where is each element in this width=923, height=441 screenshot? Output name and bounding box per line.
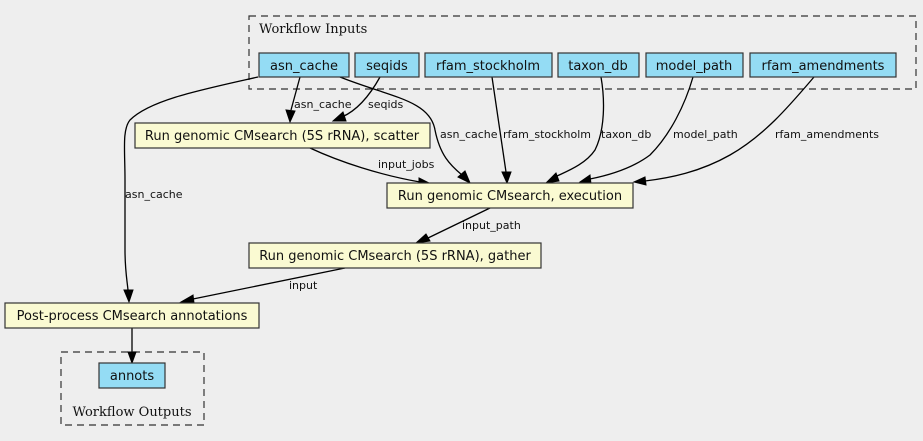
edge-taxon-db-to-execution: taxon_db [544,76,651,184]
svg-text:Post-process CMsearch annotati: Post-process CMsearch annotations [17,309,248,324]
input-node-seqids[interactable]: seqids [354,52,420,78]
edge-asn-cache-to-scatter: asn_cache [285,76,352,124]
svg-text:taxon_db: taxon_db [568,59,628,74]
input-node-rfam-stockholm[interactable]: rfam_stockholm [424,52,553,78]
svg-text:Run genomic CMsearch (5S rRNA): Run genomic CMsearch (5S rRNA), gather [259,249,531,264]
svg-text:model_path: model_path [673,128,738,141]
edge-asn-cache-to-postprocess: asn_cache [123,76,259,304]
svg-text:seqids: seqids [368,98,404,111]
edge-rfam-stockholm-to-execution: rfam_stockholm [491,76,591,185]
svg-text:asn_cache: asn_cache [125,188,183,201]
svg-text:input: input [289,279,318,292]
input-node-rfam-amendments[interactable]: rfam_amendments [749,52,897,78]
svg-text:rfam_amendments: rfam_amendments [762,59,885,74]
svg-text:Run genomic CMsearch, executio: Run genomic CMsearch, execution [398,189,622,204]
svg-text:model_path: model_path [656,59,733,74]
edge-rfam-amendments-to-execution: rfam_amendments [632,76,879,186]
svg-text:rfam_stockholm: rfam_stockholm [503,128,591,141]
svg-text:asn_cache: asn_cache [270,59,338,74]
svg-text:rfam_amendments: rfam_amendments [775,128,879,141]
workflow-inputs-label: Workflow Inputs [259,22,367,37]
input-node-asn-cache[interactable]: asn_cache [258,52,350,78]
output-node-annots[interactable]: annots [98,362,166,389]
edge-asn-cache-to-execution: asn_cache [339,76,498,185]
svg-text:rfam_stockholm: rfam_stockholm [436,59,540,74]
svg-text:asn_cache: asn_cache [440,128,498,141]
svg-text:taxon_db: taxon_db [601,128,651,141]
workflow-outputs-label: Workflow Outputs [73,405,192,420]
edge-postprocess-to-annots [127,328,137,365]
workflow-outputs-cluster: Workflow Outputs [60,351,205,426]
edge-seqids-to-scatter: seqids [331,76,404,122]
step-node-postprocess[interactable]: Post-process CMsearch annotations [4,302,260,329]
edge-execution-to-gather: input_path [414,207,521,244]
svg-text:input_jobs: input_jobs [378,158,435,171]
workflow-inputs-cluster: Workflow Inputs [248,15,917,90]
svg-text:Run genomic CMsearch (5S rRNA): Run genomic CMsearch (5S rRNA), scatter [145,129,420,144]
step-node-execution[interactable]: Run genomic CMsearch, execution [386,182,634,209]
svg-text:annots: annots [110,369,154,384]
edge-gather-to-postprocess: input [179,267,346,304]
svg-text:asn_cache: asn_cache [294,98,352,111]
input-node-taxon-db[interactable]: taxon_db [557,52,640,78]
svg-text:input_path: input_path [462,219,521,232]
svg-text:seqids: seqids [366,59,408,74]
edge-scatter-to-execution: input_jobs [309,147,435,187]
step-node-scatter[interactable]: Run genomic CMsearch (5S rRNA), scatter [134,122,431,149]
input-node-model-path[interactable]: model_path [645,52,744,78]
step-node-gather[interactable]: Run genomic CMsearch (5S rRNA), gather [248,242,542,269]
